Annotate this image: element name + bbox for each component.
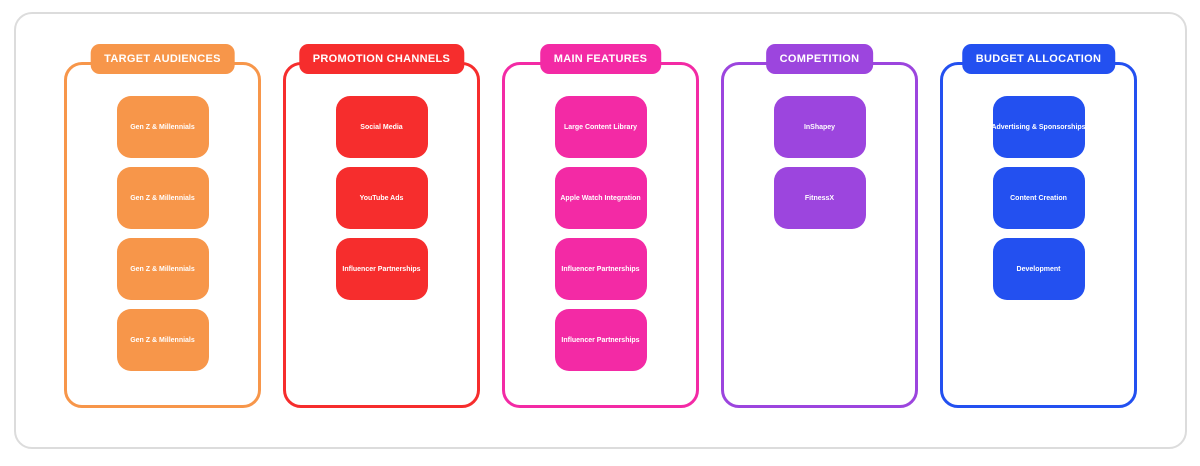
- card-label: Development: [1016, 265, 1061, 273]
- card-label: InShapey: [803, 123, 836, 131]
- card[interactable]: Gen Z & Millennials: [116, 167, 209, 229]
- card[interactable]: Development: [992, 238, 1085, 300]
- card-list: InShapey FitnessX: [724, 65, 915, 229]
- card-label: Influencer Partnerships: [561, 265, 640, 273]
- card-label: Apple Watch Integration: [560, 194, 641, 202]
- card[interactable]: Influencer Partnerships: [554, 238, 647, 300]
- card[interactable]: Content Creation: [992, 167, 1085, 229]
- card-label: Gen Z & Millennials: [130, 123, 195, 131]
- card[interactable]: InShapey: [773, 96, 866, 158]
- card[interactable]: Advertising & Sponsorships: [991, 96, 1086, 158]
- card-label: Gen Z & Millennials: [130, 265, 195, 273]
- card[interactable]: YouTube Ads: [335, 167, 428, 229]
- card-label: Content Creation: [1010, 194, 1067, 202]
- card[interactable]: Influencer Partnerships: [554, 309, 647, 371]
- card-label: Influencer Partnerships: [561, 336, 640, 344]
- column: MAIN FEATURES Large Content Library Appl…: [502, 44, 699, 447]
- card-label: Gen Z & Millennials: [130, 194, 195, 202]
- card[interactable]: Gen Z & Millennials: [116, 309, 209, 371]
- card-label: Large Content Library: [563, 123, 638, 131]
- card-list: Social Media YouTube Ads Influencer Part…: [286, 65, 477, 300]
- card[interactable]: Apple Watch Integration: [554, 167, 647, 229]
- card[interactable]: Large Content Library: [554, 96, 647, 158]
- card-label: Gen Z & Millennials: [130, 336, 195, 344]
- column-header[interactable]: BUDGET ALLOCATION: [961, 44, 1116, 74]
- card[interactable]: Gen Z & Millennials: [116, 96, 209, 158]
- column-header[interactable]: TARGET AUDIENCES: [90, 44, 235, 74]
- column-container[interactable]: Advertising & Sponsorships Content Creat…: [940, 62, 1137, 408]
- card-label: Advertising & Sponsorships: [991, 123, 1086, 131]
- card-label: YouTube Ads: [359, 194, 404, 202]
- column: TARGET AUDIENCES Gen Z & Millennials Gen…: [64, 44, 261, 447]
- card[interactable]: Social Media: [335, 96, 428, 158]
- card[interactable]: FitnessX: [773, 167, 866, 229]
- card-label: Influencer Partnerships: [342, 265, 421, 273]
- column: COMPETITION InShapey FitnessX: [721, 44, 918, 447]
- card[interactable]: Influencer Partnerships: [335, 238, 428, 300]
- column-header[interactable]: COMPETITION: [765, 44, 874, 74]
- card-label: FitnessX: [804, 194, 835, 202]
- card-list: Large Content Library Apple Watch Integr…: [505, 65, 696, 371]
- column-container[interactable]: Gen Z & Millennials Gen Z & Millennials …: [64, 62, 261, 408]
- column-container[interactable]: InShapey FitnessX: [721, 62, 918, 408]
- column: BUDGET ALLOCATION Advertising & Sponsors…: [940, 44, 1137, 447]
- column-container[interactable]: Large Content Library Apple Watch Integr…: [502, 62, 699, 408]
- column-header[interactable]: MAIN FEATURES: [539, 44, 662, 74]
- card-list: Advertising & Sponsorships Content Creat…: [943, 65, 1134, 300]
- card[interactable]: Gen Z & Millennials: [116, 238, 209, 300]
- column-container[interactable]: Social Media YouTube Ads Influencer Part…: [283, 62, 480, 408]
- column: PROMOTION CHANNELS Social Media YouTube …: [283, 44, 480, 447]
- card-list: Gen Z & Millennials Gen Z & Millennials …: [67, 65, 258, 371]
- column-header[interactable]: PROMOTION CHANNELS: [298, 44, 465, 74]
- mindmap-board: TARGET AUDIENCES Gen Z & Millennials Gen…: [14, 12, 1187, 449]
- card-label: Social Media: [360, 123, 403, 131]
